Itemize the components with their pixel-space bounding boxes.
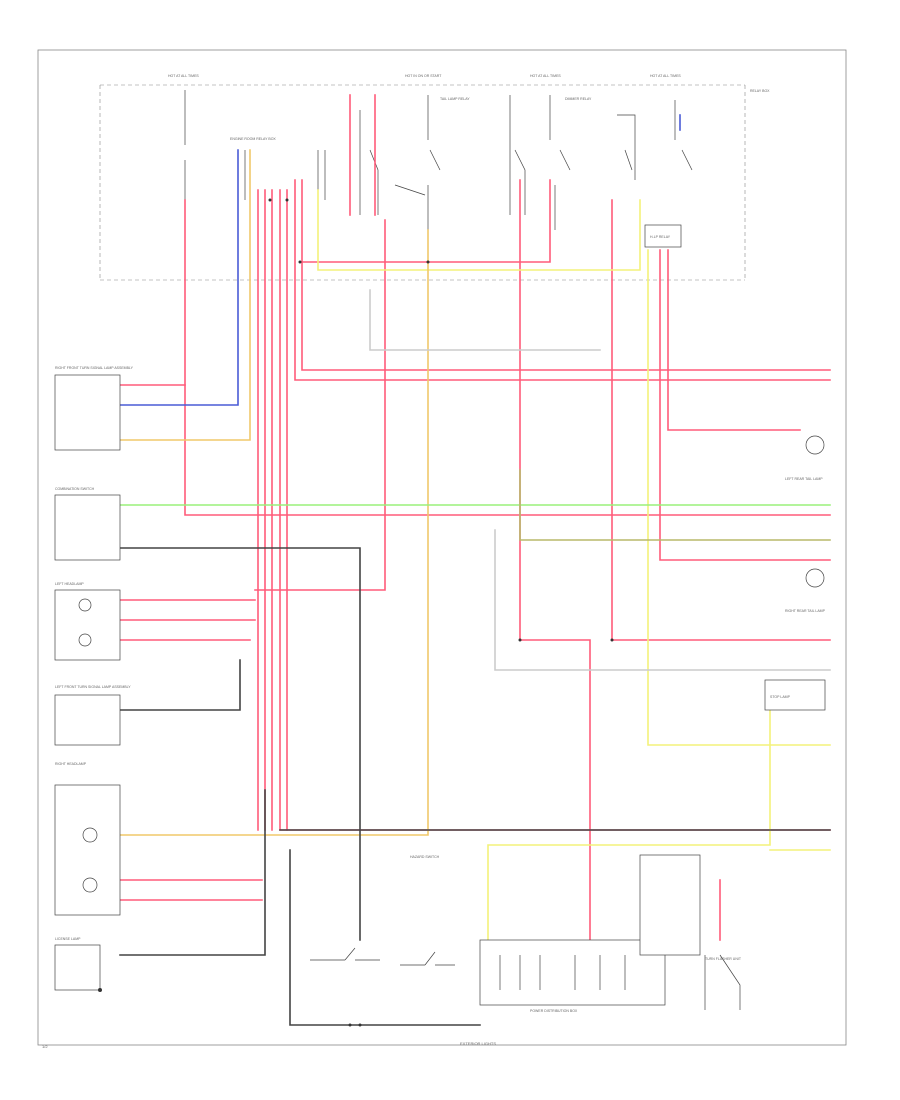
wires-olive xyxy=(519,469,831,541)
left-headlamp-label: LEFT HEADLAMP xyxy=(55,582,84,586)
fuse-label-3: HOT AT ALL TIMES xyxy=(530,74,561,78)
bulb-icon xyxy=(78,598,92,612)
wires-red xyxy=(119,94,831,941)
fuse-label-1: HOT AT ALL TIMES xyxy=(168,74,199,78)
diagram-footer: EXTERIOR LIGHTS xyxy=(460,1041,496,1046)
wires-black xyxy=(119,547,831,1026)
relay-box-label: RELAY BOX xyxy=(750,89,770,93)
page-id: 1/2 xyxy=(42,1044,48,1049)
license-lamp-label: LICENSE LAMP xyxy=(55,937,81,941)
right-front-turn-box: RIGHT FRONT TURN SIGNAL LAMP ASSEMBLY xyxy=(54,366,134,451)
left-front-turn-box: LEFT FRONT TURN SIGNAL LAMP ASSEMBLY xyxy=(54,685,131,746)
left-rear-tail-label: LEFT REAR TAIL LAMP xyxy=(785,477,823,481)
bulb-icon xyxy=(805,435,825,455)
junction-label: ENGINE ROOM RELAY BOX xyxy=(230,137,276,141)
fuse-label-2: HOT IN ON OR START xyxy=(405,74,442,78)
bulb-icon xyxy=(78,633,92,647)
power-distribution-label: POWER DISTRIBUTION BOX xyxy=(530,1009,578,1013)
fuse-label-4: HOT AT ALL TIMES xyxy=(650,74,681,78)
bulb-icon xyxy=(82,827,98,843)
connector-dots xyxy=(268,198,614,1027)
flasher-box: TURN FLASHER UNIT xyxy=(639,854,742,1010)
bulb-icon xyxy=(82,877,98,893)
wires-yellow xyxy=(317,189,831,941)
flasher-label: TURN FLASHER UNIT xyxy=(705,957,742,961)
power-distribution-box: POWER DISTRIBUTION BOX xyxy=(479,939,666,1013)
bulb-icon xyxy=(805,568,825,588)
wires-blue xyxy=(119,114,681,406)
wires-orange xyxy=(119,149,429,836)
left-front-turn-label: LEFT FRONT TURN SIGNAL LAMP ASSEMBLY xyxy=(55,685,131,689)
relay-box-text: H-LP RELAY xyxy=(650,235,671,239)
ground-icon xyxy=(98,988,102,992)
combination-switch-label: COMBINATION SWITCH xyxy=(55,487,95,491)
right-front-turn-label: RIGHT FRONT TURN SIGNAL LAMP ASSEMBLY xyxy=(55,366,134,370)
left-rear-tail-lamp: LEFT REAR TAIL LAMP xyxy=(785,435,825,481)
right-rear-tail-label: RIGHT REAR TAIL LAMP xyxy=(785,609,826,613)
right-rear-tail-lamp: RIGHT REAR TAIL LAMP xyxy=(785,568,826,613)
license-lamp-box: LICENSE LAMP xyxy=(54,937,102,992)
diagram-frame xyxy=(37,49,847,1046)
right-headlamp-box: RIGHT HEADLAMP xyxy=(54,762,121,916)
dimmer-relay-label: DIMMER RELAY xyxy=(565,97,592,101)
relay-box-component xyxy=(644,224,682,248)
hazard-switch-label: HAZARD SWITCH xyxy=(410,855,440,859)
stop-lamp-label: STOP LAMP xyxy=(770,695,791,699)
power-distribution-enclosure xyxy=(99,84,746,281)
combination-switch-box: COMBINATION SWITCH xyxy=(54,487,121,561)
right-headlamp-label: RIGHT HEADLAMP xyxy=(55,762,87,766)
hazard-switch-group: HAZARD SWITCH xyxy=(310,855,455,966)
wires-gray xyxy=(369,289,831,671)
tail-relay-label: TAIL LAMP RELAY xyxy=(440,97,470,101)
relay-internals: H-LP RELAY xyxy=(184,90,693,248)
left-headlamp-box: LEFT HEADLAMP xyxy=(54,582,121,661)
stop-lamp: STOP LAMP xyxy=(764,679,826,711)
